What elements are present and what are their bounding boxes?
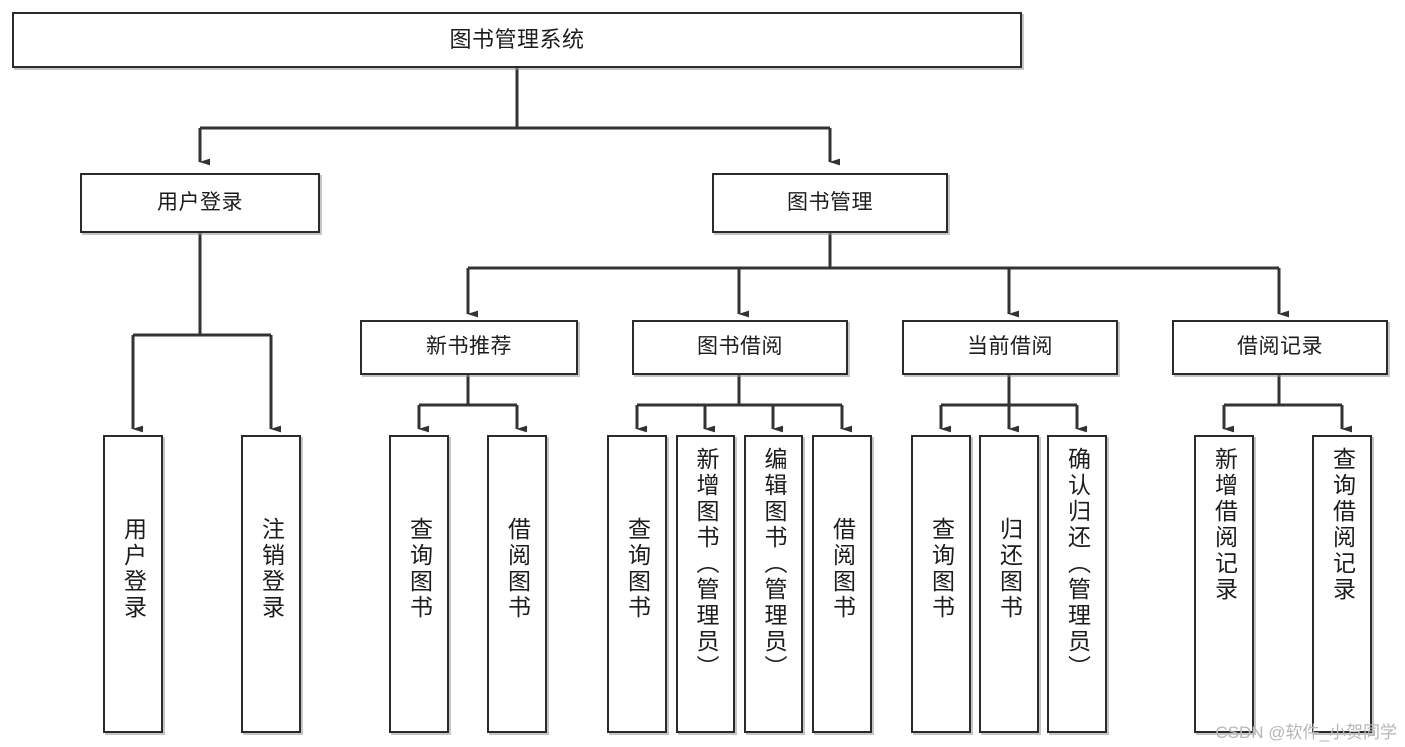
node-borrow-record-label: 借阅记录 <box>1237 335 1323 359</box>
node-leaf-query-book-3[interactable]: 查询图书 <box>911 435 971 733</box>
node-borrow-record[interactable]: 借阅记录 <box>1172 320 1388 375</box>
node-leaf-edit-book-label: 编辑图书（管理员） <box>761 447 787 681</box>
node-leaf-logout-login[interactable]: 注销登录 <box>241 435 301 733</box>
node-leaf-return-book[interactable]: 归还图书 <box>979 435 1039 733</box>
node-leaf-return-book-label: 归还图书 <box>996 517 1023 621</box>
node-leaf-query-book-2-label: 查询图书 <box>624 517 651 621</box>
node-book-manage[interactable]: 图书管理 <box>712 173 948 233</box>
node-leaf-query-book-2[interactable]: 查询图书 <box>607 435 667 733</box>
node-leaf-user-login[interactable]: 用户登录 <box>103 435 163 733</box>
node-leaf-confirm-return-label: 确认归还（管理员） <box>1064 447 1091 681</box>
node-leaf-edit-book[interactable]: 编辑图书（管理员） <box>744 435 803 733</box>
node-leaf-query-book-3-label: 查询图书 <box>928 517 955 621</box>
node-leaf-user-login-label: 用户登录 <box>120 517 147 621</box>
node-user-login-label: 用户登录 <box>157 190 243 214</box>
node-root-label: 图书管理系统 <box>449 27 585 53</box>
node-leaf-query-book-1[interactable]: 查询图书 <box>389 435 449 733</box>
node-leaf-add-book-label: 新增图书（管理员） <box>693 447 719 681</box>
node-leaf-query-book-1-label: 查询图书 <box>406 517 433 621</box>
node-book-manage-label: 图书管理 <box>787 190 873 214</box>
node-leaf-confirm-return[interactable]: 确认归还（管理员） <box>1047 435 1107 733</box>
node-book-borrow[interactable]: 图书借阅 <box>632 320 848 375</box>
node-leaf-borrow-book-1[interactable]: 借阅图书 <box>487 435 547 733</box>
node-book-borrow-label: 图书借阅 <box>697 335 783 359</box>
node-new-book-recommend[interactable]: 新书推荐 <box>360 320 578 375</box>
node-root[interactable]: 图书管理系统 <box>12 12 1022 68</box>
node-leaf-query-record-label: 查询借阅记录 <box>1329 447 1356 603</box>
node-leaf-add-record[interactable]: 新增借阅记录 <box>1194 435 1254 733</box>
node-leaf-query-record[interactable]: 查询借阅记录 <box>1312 435 1372 733</box>
node-new-book-recommend-label: 新书推荐 <box>426 335 512 359</box>
node-current-borrow[interactable]: 当前借阅 <box>902 320 1118 375</box>
node-user-login[interactable]: 用户登录 <box>80 173 320 233</box>
node-leaf-logout-login-label: 注销登录 <box>258 517 285 621</box>
node-leaf-borrow-book-1-label: 借阅图书 <box>504 517 531 621</box>
node-leaf-add-book[interactable]: 新增图书（管理员） <box>676 435 735 733</box>
node-leaf-borrow-book-2[interactable]: 借阅图书 <box>812 435 872 733</box>
node-current-borrow-label: 当前借阅 <box>967 335 1053 359</box>
node-leaf-borrow-book-2-label: 借阅图书 <box>829 517 856 621</box>
node-leaf-add-record-label: 新增借阅记录 <box>1211 447 1238 603</box>
